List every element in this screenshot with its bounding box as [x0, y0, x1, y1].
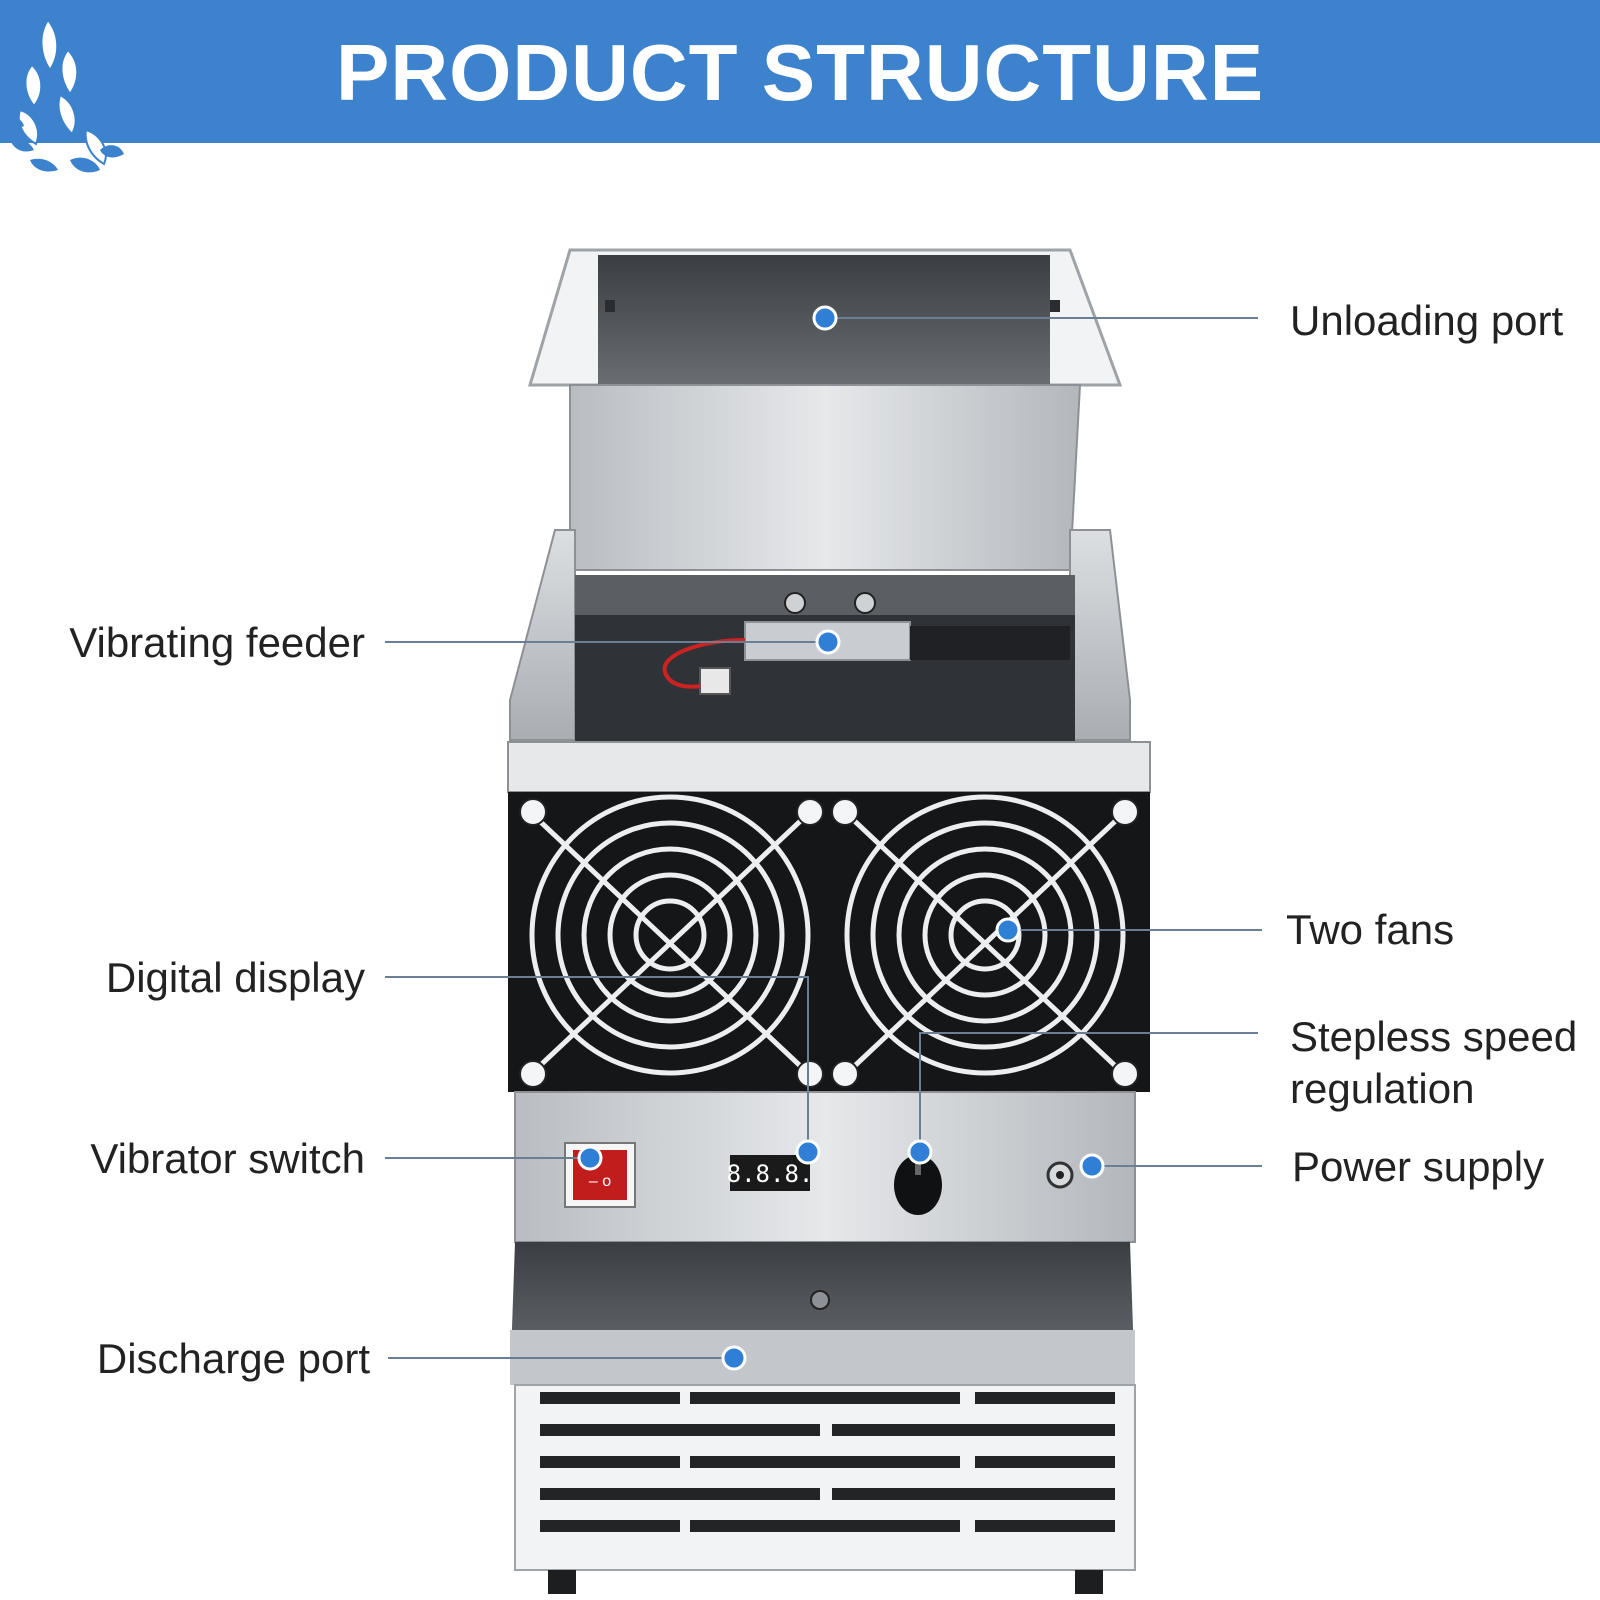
label-vibrating-feeder: Vibrating feeder [69, 619, 365, 666]
label-power-supply: Power supply [1292, 1143, 1545, 1190]
label-digital-display: Digital display [105, 954, 365, 1001]
power-supply-socket [1046, 1161, 1074, 1189]
vibrating-feeder [575, 575, 1075, 745]
switch-symbols: – o [589, 1173, 611, 1190]
speed-knob [894, 1155, 942, 1215]
header-banner: PRODUCT STRUCTURE [0, 0, 1600, 143]
page-title: PRODUCT STRUCTURE [335, 28, 1265, 117]
label-stepless-speed-line2: regulation [1290, 1065, 1475, 1112]
label-two-fans: Two fans [1286, 906, 1455, 953]
label-vibrator-switch: Vibrator switch [90, 1135, 365, 1182]
discharge-port [510, 1242, 1135, 1385]
wheat-logo-icon [4, 18, 124, 173]
label-discharge-port: Discharge port [96, 1335, 370, 1382]
label-unloading-port: Unloading port [1290, 297, 1564, 344]
label-stepless-speed-line1: Stepless speed [1290, 1013, 1578, 1060]
unloading-port-hopper [527, 248, 1123, 571]
display-readout: 8.8.8. [727, 1160, 814, 1188]
